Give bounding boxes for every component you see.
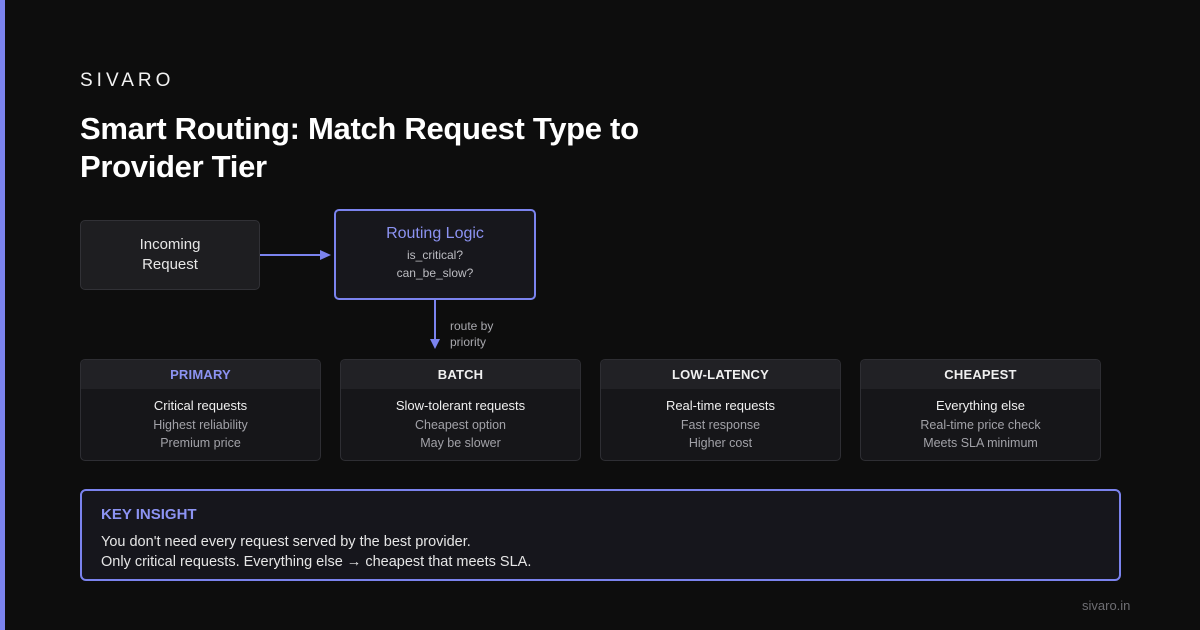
tier-detail: Real-time price check <box>920 418 1041 432</box>
tier-detail: Fast response <box>680 418 761 432</box>
tier-main-text: Everything else <box>936 398 1025 413</box>
routing-logic-node: Routing Logic is_critical? can_be_slow? <box>334 209 536 300</box>
route-by-priority-label: route by priority <box>450 319 494 349</box>
routing-condition: is_critical? <box>406 248 463 262</box>
tier-main-text: Critical requests <box>153 398 248 413</box>
footer-url: sivaro.in <box>1082 598 1131 613</box>
tier-card-batch: BATCH Slow-tolerant requests Cheapest op… <box>340 359 581 461</box>
key-insight-title: KEY INSIGHT <box>101 506 197 523</box>
tier-detail: Premium price <box>160 436 241 450</box>
tier-header: LOW-LATENCY <box>601 360 840 389</box>
tier-detail: Meets SLA minimum <box>923 436 1038 450</box>
tier-main-text: Real-time requests <box>665 398 776 413</box>
tier-detail: Higher cost <box>688 436 753 450</box>
tier-card-primary: PRIMARY Critical requests Highest reliab… <box>80 359 321 461</box>
routing-logic-title: Routing Logic <box>386 225 484 242</box>
page-title: Smart Routing: Match Request Type to Pro… <box>80 111 639 184</box>
incoming-request-node: Incoming Request <box>80 220 260 290</box>
key-insight-panel: KEY INSIGHT You don't need every request… <box>80 489 1121 581</box>
tier-header: BATCH <box>341 360 580 389</box>
arrowhead-down <box>430 339 440 349</box>
tier-detail: Cheapest option <box>414 418 507 432</box>
tier-card-low-latency: LOW-LATENCY Real-time requests Fast resp… <box>600 359 841 461</box>
key-insight-line: You don't need every request served by t… <box>101 534 471 550</box>
left-accent-bar <box>0 0 5 630</box>
tier-detail: May be slower <box>420 436 501 450</box>
arrowhead-right <box>320 250 331 260</box>
key-insight-line: Only critical requests. Everything else … <box>101 554 532 570</box>
routing-condition: can_be_slow? <box>396 266 474 280</box>
tier-card-cheapest: CHEAPEST Everything else Real-time price… <box>860 359 1101 461</box>
tier-detail: Highest reliability <box>153 418 248 432</box>
tier-main-text: Slow-tolerant requests <box>395 398 526 413</box>
brand-logo: SIVARO <box>80 70 175 91</box>
incoming-request-label: Incoming Request <box>139 236 201 273</box>
tier-header: PRIMARY <box>81 360 320 389</box>
tier-header: CHEAPEST <box>861 360 1100 389</box>
